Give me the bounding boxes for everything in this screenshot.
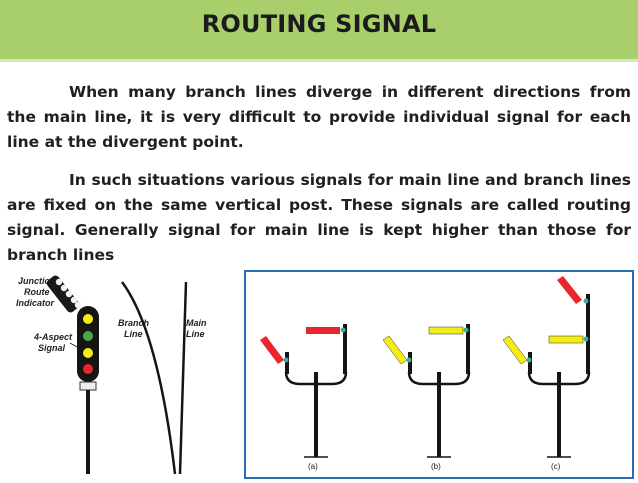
red-arm-branch-a [260,336,284,364]
junction-signal-figure: Junction Route Indicator 4-Aspect Signal… [0,268,234,479]
paragraph-1: When many branch lines diverge in differ… [7,83,631,151]
branch-line-track [120,281,177,475]
label-branch-line: Line [124,329,143,339]
signal-post-a [260,324,348,458]
label-route: Route [24,287,50,297]
label-main-line: Line [186,329,205,339]
route-indicator-lamps [46,275,82,313]
yellow-arm-branch-c [502,335,528,365]
signal-post-c [502,276,591,458]
caption-a: (a) [308,462,318,471]
four-aspect-signal-head [77,306,99,391]
caption-b: (b) [431,462,441,471]
paragraph-2: In such situations various signals for m… [7,171,631,264]
red-arm-top-c [557,276,582,304]
title-bar: ROUTING SIGNAL [0,0,638,62]
label-4-aspect: 4-Aspect [33,332,73,342]
routing-signal-diagram: (a) (b) (c) [260,276,591,471]
junction-signal-diagram: Junction Route Indicator 4-Aspect Signal… [16,275,207,475]
signal-post [86,390,90,474]
red-arm-main-a [306,327,340,334]
label-junction: Junction [18,276,56,286]
label-branch: Branch [118,318,150,328]
signal-post-b [382,324,471,458]
label-signal: Signal [38,343,66,353]
main-line-track [178,281,188,475]
yellow-arm-lower-c [548,335,584,344]
routing-signal-figure: (a) (b) (c) [244,270,634,479]
label-indicator: Indicator [16,298,55,308]
label-main: Main [186,318,207,328]
yellow-arm-branch-b [382,335,408,365]
yellow-arm-main-b [428,326,464,335]
caption-c: (c) [551,462,561,471]
slide-title: ROUTING SIGNAL [201,10,437,38]
